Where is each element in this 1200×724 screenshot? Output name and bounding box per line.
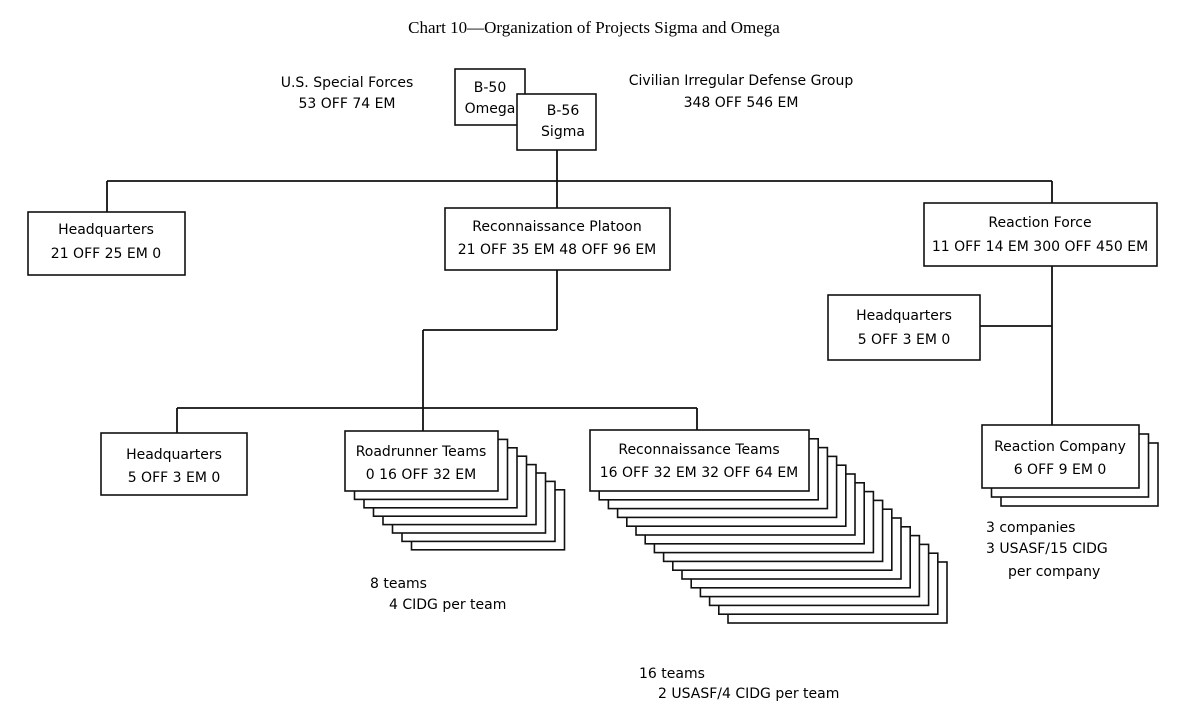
rp-hq-value: 5 OFF 3 EM 0 xyxy=(128,470,221,486)
rf-hq-box: Headquarters 5 OFF 3 EM 0 xyxy=(827,294,981,361)
b56-line1: B-56 xyxy=(547,103,580,119)
roadrunner-title: Roadrunner Teams xyxy=(356,444,487,460)
company-note-line3: per company xyxy=(1008,564,1100,580)
recon-note-line1: 16 teams xyxy=(639,666,705,682)
roadrunner-note-line1: 8 teams xyxy=(370,576,427,592)
us-forces-label: U.S. Special Forces xyxy=(281,75,414,91)
chart-title-main: Organization of Projects Sigma and Omega xyxy=(484,18,780,37)
chart-title-prefix: Chart 10 xyxy=(408,18,467,37)
b50-omega-box: B-50 Omega xyxy=(454,68,526,126)
reaction-company-box: Reaction Company 6 OFF 9 EM 0 xyxy=(981,424,1140,489)
hq-main-box: Headquarters 21 OFF 25 EM 0 xyxy=(27,211,186,276)
recon-teams-box: Reconnaissance Teams 16 OFF 32 EM 32 OFF… xyxy=(589,429,810,492)
reaction-company-title: Reaction Company xyxy=(994,439,1126,455)
rf-hq-value: 5 OFF 3 EM 0 xyxy=(858,332,951,348)
cidg-label: Civilian Irregular Defense Group xyxy=(629,73,854,89)
b50-line2: Omega xyxy=(465,101,516,117)
b56-line2: Sigma xyxy=(541,124,585,140)
rp-hq-box: Headquarters 5 OFF 3 EM 0 xyxy=(100,432,248,496)
company-note-line1: 3 companies xyxy=(986,520,1075,536)
cidg-value: 348 OFF 546 EM xyxy=(684,95,799,111)
b50-line1: B-50 xyxy=(474,80,506,96)
chart-title: Chart 10—Organization of Projects Sigma … xyxy=(408,18,780,37)
rf-hq-title: Headquarters xyxy=(856,308,952,324)
roadrunner-box: Roadrunner Teams 0 16 OFF 32 EM xyxy=(344,430,499,492)
reaction-company-value: 6 OFF 9 EM 0 xyxy=(1014,462,1107,478)
hq-main-value: 21 OFF 25 EM 0 xyxy=(51,246,161,262)
b56-sigma-box: B-56 Sigma xyxy=(516,93,597,151)
connectors xyxy=(106,150,1053,433)
company-note-line2: 3 USASF/15 CIDG xyxy=(986,541,1108,557)
recon-teams-title: Reconnaissance Teams xyxy=(618,442,779,458)
roadrunner-note-line2: 4 CIDG per team xyxy=(389,597,506,613)
rp-hq-title: Headquarters xyxy=(126,447,222,463)
reaction-force-box: Reaction Force 11 OFF 14 EM 300 OFF 450 … xyxy=(923,202,1158,267)
reaction-force-value: 11 OFF 14 EM 300 OFF 450 EM xyxy=(932,239,1148,255)
recon-platoon-box: Reconnaissance Platoon 21 OFF 35 EM 48 O… xyxy=(444,207,671,271)
reaction-force-title: Reaction Force xyxy=(988,215,1091,231)
roadrunner-value: 0 16 OFF 32 EM xyxy=(366,467,476,483)
recon-platoon-value: 21 OFF 35 EM 48 OFF 96 EM xyxy=(458,242,657,258)
recon-platoon-title: Reconnaissance Platoon xyxy=(472,219,641,235)
hq-main-title: Headquarters xyxy=(58,222,154,238)
recon-note-line2: 2 USASF/4 CIDG per team xyxy=(658,686,839,702)
recon-teams-value: 16 OFF 32 EM 32 OFF 64 EM xyxy=(600,465,799,481)
us-forces-value: 53 OFF 74 EM xyxy=(298,96,395,112)
